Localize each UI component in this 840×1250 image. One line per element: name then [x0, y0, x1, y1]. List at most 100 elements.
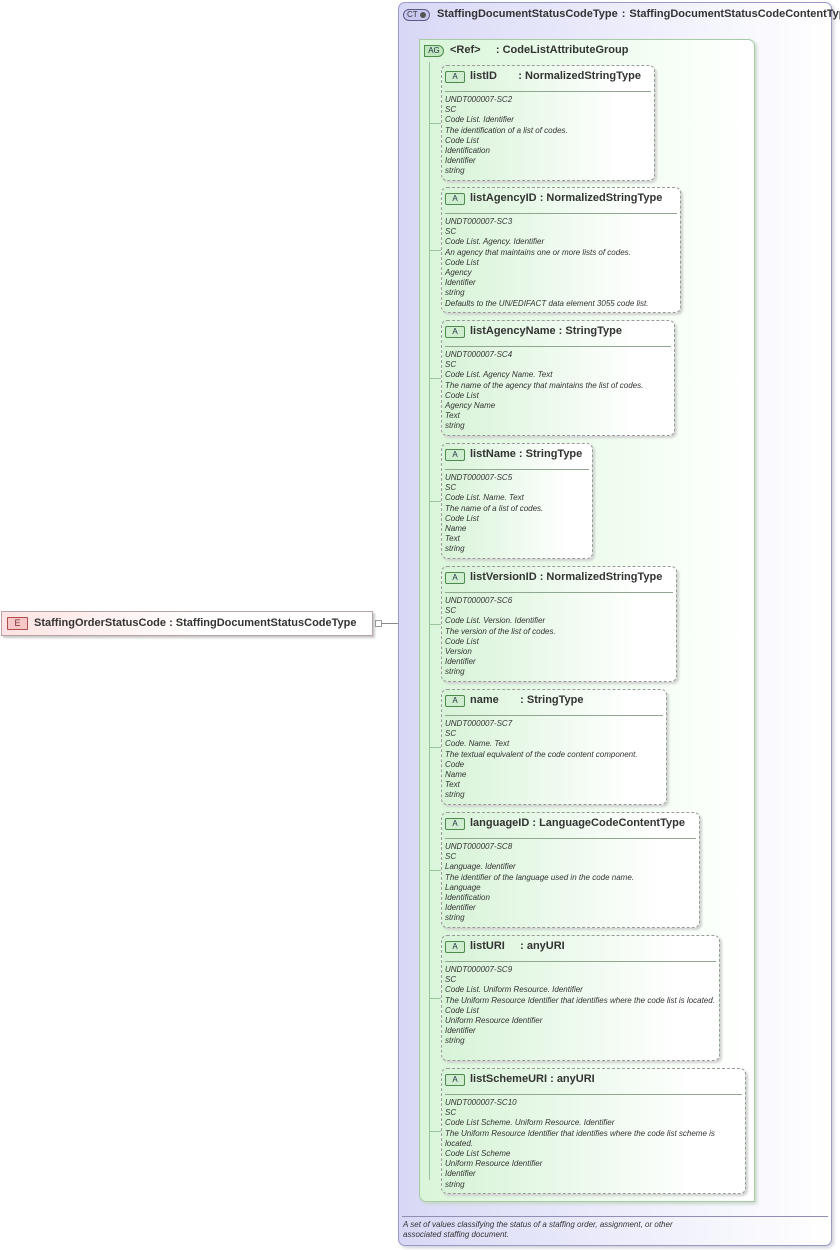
attribute-badge-icon: A: [445, 695, 465, 707]
attribute-name: languageID: [470, 817, 530, 829]
attribute-doc-line: Identifier: [445, 278, 476, 288]
attribute-title: name : StringType: [470, 694, 584, 706]
attribute-group-name: CodeListAttributeGroup: [502, 44, 629, 56]
attribute-doc-line: Text: [445, 534, 460, 544]
expand-toggle-icon[interactable]: [375, 620, 382, 627]
attribute-divider: [445, 91, 651, 92]
attribute-connector: [429, 1131, 441, 1132]
attribute-name: name: [470, 694, 499, 706]
attribute-doc-line: Code List Scheme. Uniform Resource. Iden…: [445, 1118, 615, 1128]
attribute-doc-line: UNDT000007-SC3: [445, 217, 513, 226]
attribute-divider: [445, 1094, 742, 1095]
attribute-type: StringType: [565, 325, 623, 337]
element-type: StaffingDocumentStatusCodeType: [175, 617, 357, 629]
attribute-separator: :: [496, 70, 526, 82]
element-box[interactable]: E StaffingOrderStatusCode : StaffingDocu…: [1, 611, 373, 636]
attribute-connector: [429, 123, 441, 124]
attribute-group-title: <Ref> : CodeListAttributeGroup: [450, 44, 629, 56]
attribute-doc-line: Identifier: [445, 156, 476, 166]
attribute-connector: [429, 378, 441, 379]
attribute-connector: [429, 747, 441, 748]
attribute-name: listSchemeURI: [470, 1073, 548, 1085]
attribute-doc-line: SC: [445, 975, 457, 985]
attribute-divider: [445, 592, 673, 593]
attribute-doc-line: SC: [445, 227, 457, 237]
attribute-title: listSchemeURI : anyURI: [470, 1073, 595, 1085]
attribute-separator: :: [515, 448, 526, 460]
attribute-badge-icon: A: [445, 818, 465, 830]
attribute-doc-line: string: [445, 421, 465, 431]
attribute-doc-line: string: [445, 544, 465, 554]
attribute-separator: :: [555, 325, 566, 337]
attribute-badge-icon: A: [445, 941, 465, 953]
attribute-type: NormalizedStringType: [546, 571, 663, 583]
attribute-doc-line: string: [445, 166, 465, 176]
attribute-connector: [429, 501, 441, 502]
complex-type-description: A set of values classifying the status o…: [403, 1220, 673, 1239]
attribute-name: listVersionID: [470, 571, 537, 583]
attribute-group-badge-icon: AG: [424, 45, 444, 57]
attribute-doc-line: UNDT000007-SC8: [445, 842, 513, 851]
attribute-type: LanguageCodeContentType: [539, 817, 685, 829]
attribute-name: listName: [470, 448, 516, 460]
attribute-doc-line: Code List: [445, 257, 479, 267]
attribute-divider: [445, 961, 716, 962]
attribute-doc-line: Code. Name. Text: [445, 739, 510, 749]
attribute-doc-line: SC: [445, 729, 457, 739]
attribute-badge-icon: A: [445, 1074, 465, 1086]
attribute-doc-line: Code List Scheme: [445, 1149, 511, 1159]
attribute-doc-line: UNDT000007-SC5: [445, 473, 513, 482]
attribute-type: StringType: [526, 694, 584, 706]
attribute-doc-line: string: [445, 790, 465, 800]
attribute-separator: :: [536, 192, 547, 204]
attribute-doc-line: SC: [445, 360, 457, 370]
attribute-separator: :: [547, 1073, 557, 1085]
attribute-doc-line: Uniform Resource Identifier: [445, 1016, 543, 1026]
attribute-badge-icon: A: [445, 326, 465, 338]
attribute-doc-line: UNDT000007-SC6: [445, 596, 513, 605]
attribute-doc-line: Name: [445, 770, 467, 780]
attribute-doc-line: The Uniform Resource Identifier that ide…: [445, 1128, 715, 1148]
attribute-doc-line: Identifier: [445, 1026, 476, 1036]
attribute-doc-line: Code List. Version. Identifier: [445, 616, 546, 626]
attribute-name: listURI: [470, 940, 505, 952]
attribute-doc-line: Text: [445, 411, 460, 421]
attribute-doc-line: Agency: [445, 268, 472, 278]
attribute-doc-line: Code List: [445, 636, 479, 646]
attribute-doc-line: Code: [445, 759, 465, 769]
attribute-doc-line: Code List. Identifier: [445, 115, 514, 125]
attribute-divider: [445, 346, 671, 347]
attribute-separator: :: [529, 817, 540, 829]
attribute-type: NormalizedStringType: [546, 192, 663, 204]
attribute-doc-line: SC: [445, 483, 457, 493]
attribute-doc-line: Code List: [445, 513, 479, 523]
attribute-doc-line: SC: [445, 105, 457, 115]
attribute-connector: [429, 870, 441, 871]
attribute-doc-line: UNDT000007-SC10: [445, 1098, 517, 1107]
attribute-type: NormalizedStringType: [525, 70, 641, 82]
attribute-divider: [445, 838, 696, 839]
attribute-connector: [429, 624, 441, 625]
attribute-doc-line: Code List: [445, 135, 479, 145]
attribute-type: anyURI: [526, 940, 565, 952]
attribute-doc-line: Identifier: [445, 657, 476, 667]
attribute-name: listAgencyID: [470, 192, 537, 204]
attribute-title: listVersionID : NormalizedStringType: [470, 571, 662, 583]
attribute-doc-line: Identifier: [445, 1169, 476, 1179]
attribute-doc-line: Version: [445, 647, 472, 657]
attribute-title: listID : NormalizedStringType: [470, 70, 641, 82]
attribute-doc-line: string: [445, 1036, 465, 1046]
